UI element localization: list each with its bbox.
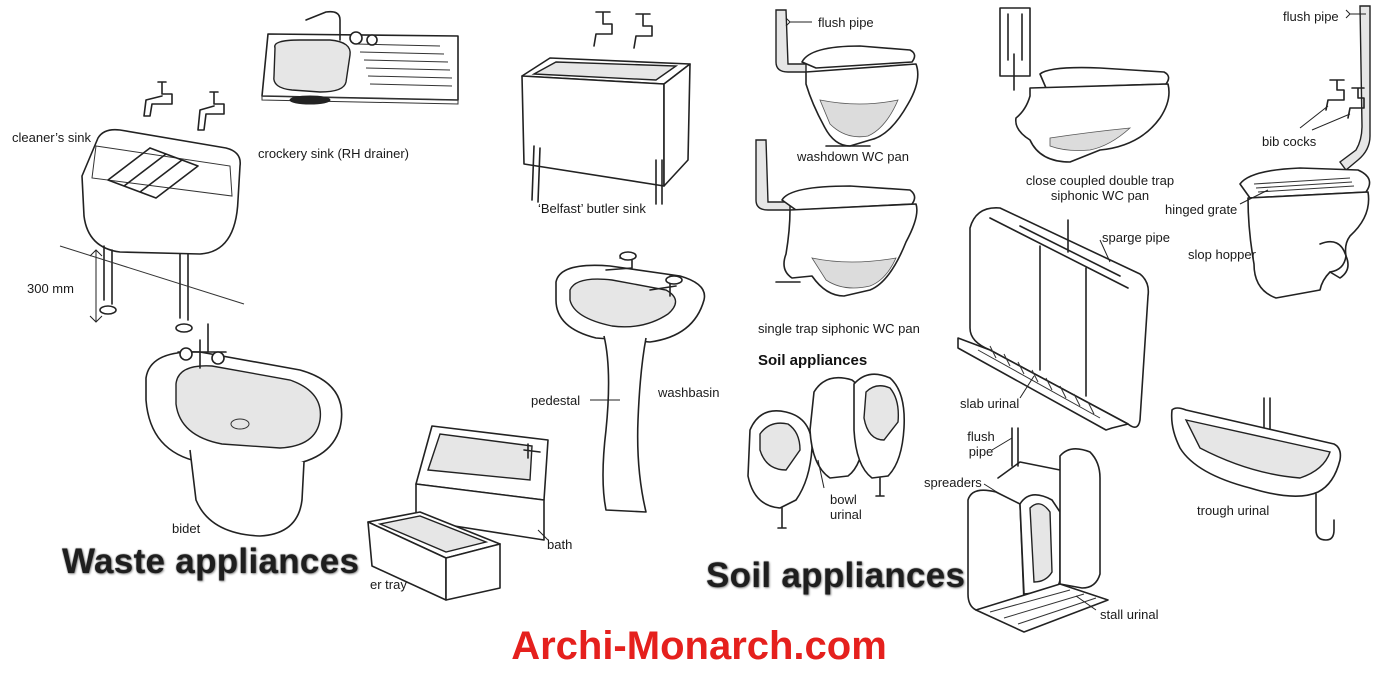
waste-appliances-heading: Waste appliances [62,542,360,581]
soil-appliances-subheading: Soil appliances [758,352,868,369]
label-bowl-urinal-line2: urinal [830,507,862,522]
label-close-coupled-line1: close coupled double trap [1025,173,1175,188]
label-stall-urinal: stall urinal [1100,607,1159,622]
slab-urinal-drawing [957,207,1150,431]
crockery-sink-drawing [261,10,459,105]
label-washdown-wc: washdown WC pan [797,149,909,164]
label-pedestal: pedestal [531,393,581,408]
label-bath: bath [547,537,573,552]
single-trap-wc-drawing [755,139,918,297]
washbasin-drawing [555,251,706,513]
close-coupled-wc-drawing [999,7,1170,163]
label-close-coupled-line2: siphonic WC pan [1050,188,1150,203]
label-flush-pipe-stall-line2: pipe [968,444,994,459]
label-flush-pipe-hopper: flush pipe [1283,9,1339,24]
butler-sink-drawing [521,11,691,205]
washdown-wc-drawing [775,9,919,147]
slop-hopper-drawing [1239,5,1371,299]
bidet-drawing [145,323,343,537]
label-crockery-sink: crockery sink (RH drainer) [258,146,409,161]
label-shower-tray: er tray [370,577,407,592]
label-flush-pipe-stall: flush pipe [962,429,1000,459]
label-hinged-grate: hinged grate [1165,202,1238,217]
leader-lines [537,9,1366,611]
trough-urinal-drawing [1170,397,1342,541]
label-sparge-pipe: sparge pipe [1102,230,1170,245]
stall-urinal-drawing [967,427,1109,633]
label-bib-cocks: bib cocks [1262,134,1317,149]
label-dimension: 300 mm [27,281,74,296]
label-trough-urinal: trough urinal [1197,503,1270,518]
label-bidet: bidet [172,521,201,536]
bowl-urinal-drawing [747,373,906,529]
soil-appliances-heading: Soil appliances [706,556,966,595]
label-single-trap-wc: single trap siphonic WC pan [758,321,920,336]
label-slab-urinal: slab urinal [960,396,1020,411]
bath-drawing [415,425,549,541]
label-butler-sink: ‘Belfast’ butler sink [538,201,646,216]
cleaners-sink-drawing [59,128,245,333]
bib-taps-drawing [143,81,225,131]
label-washbasin: washbasin [658,385,720,400]
label-flush-pipe-wc: flush pipe [818,15,874,30]
label-spreaders: spreaders [924,475,982,490]
shower-tray-drawing [367,511,501,601]
label-bowl-urinal: bowl urinal [830,492,862,522]
label-close-coupled-wc: close coupled double trap siphonic WC pa… [1022,173,1178,203]
label-bowl-urinal-line1: bowl [830,492,857,507]
label-cleaners-sink: cleaner’s sink [12,130,92,145]
watermark: Archi-Monarch.com [511,624,887,668]
label-slop-hopper: slop hopper [1188,247,1256,262]
label-flush-pipe-stall-line1: flush [967,429,995,444]
